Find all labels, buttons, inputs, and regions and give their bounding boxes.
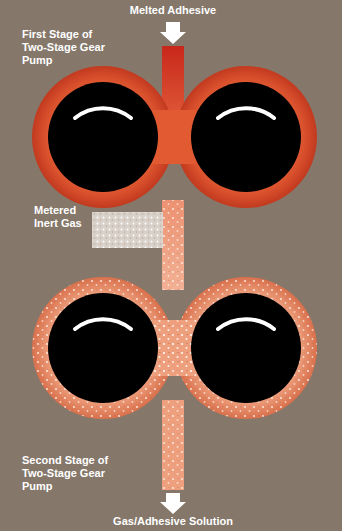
input-label: Melted Adhesive xyxy=(93,4,253,17)
stage-label: Second Stage of Two-Stage Gear Pump xyxy=(22,454,112,493)
stage-label: First Stage of Two-Stage Gear Pump xyxy=(22,28,112,67)
output-label: Gas/Adhesive Solution xyxy=(73,515,273,528)
gas-label: Metered Inert Gas xyxy=(34,204,88,230)
